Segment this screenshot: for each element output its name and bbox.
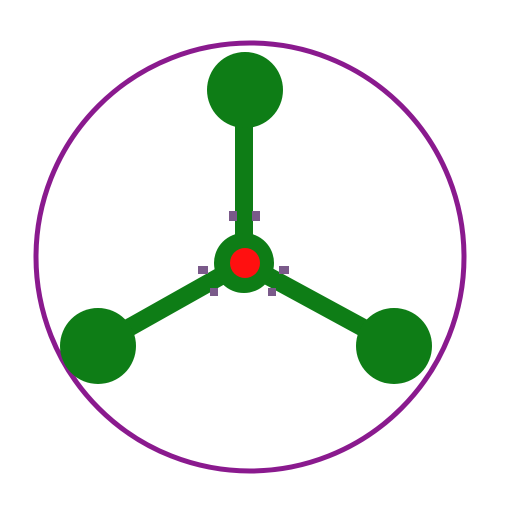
joint-marker	[279, 266, 289, 274]
joint-marker	[268, 288, 276, 296]
arm-end-atom-lower-left	[60, 308, 136, 384]
joint-marker	[252, 211, 260, 221]
joint-marker	[210, 288, 218, 296]
joint-marker	[229, 211, 237, 221]
center-atom	[230, 248, 260, 278]
arm-end-atom-up	[207, 52, 283, 128]
arm-end-atom-lower-right	[356, 308, 432, 384]
enclosing-ring	[33, 40, 467, 474]
joint-marker	[198, 266, 208, 274]
